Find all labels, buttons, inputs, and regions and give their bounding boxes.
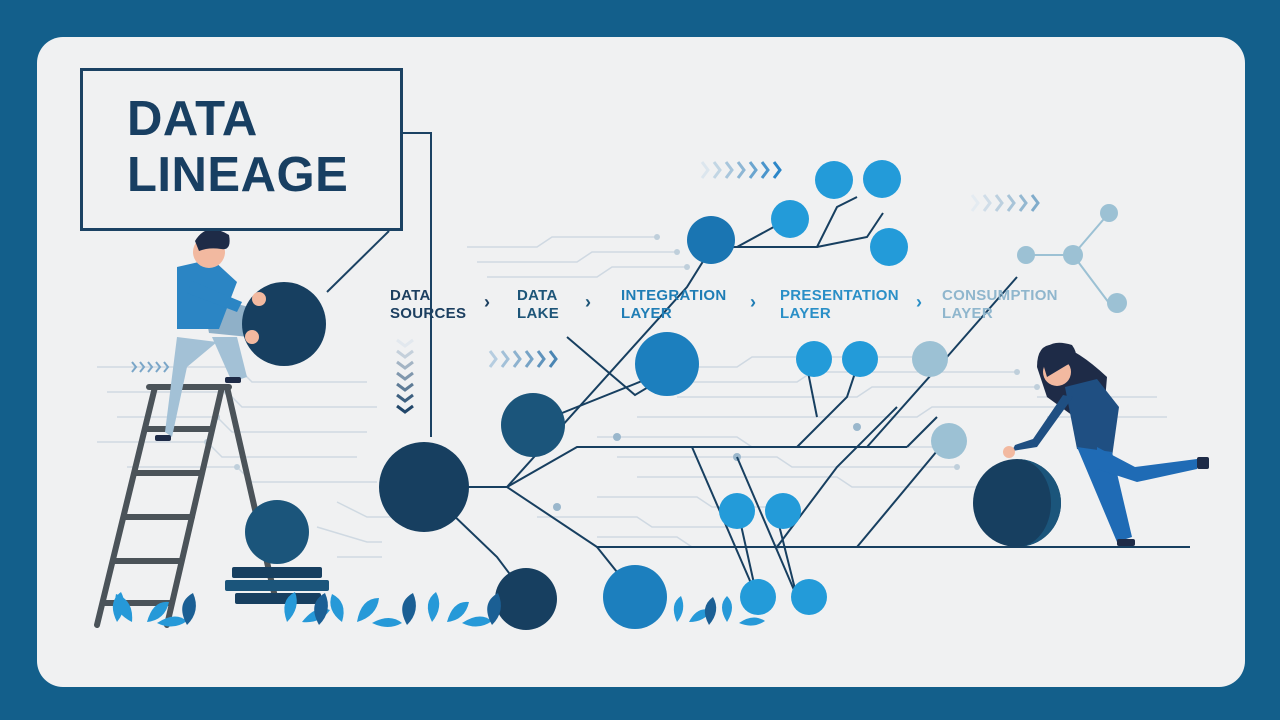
disc-stack <box>225 500 329 604</box>
flow-arrows-middle <box>488 350 558 368</box>
stage-consumption-layer: CONSUMPTION LAYER <box>942 287 1058 322</box>
presentation-nodes <box>912 341 967 459</box>
flow-arrows-right <box>970 194 1040 212</box>
foliage-dark <box>182 593 717 625</box>
stage-chevron-2: › <box>585 292 591 312</box>
title-connectors <box>326 132 432 437</box>
stage-presentation-layer: PRESENTATION LAYER <box>780 287 899 322</box>
stage-chevron-4: › <box>916 292 922 312</box>
consumption-graph <box>1017 204 1127 313</box>
data-source-nodes <box>379 393 565 630</box>
flow-arrows-down <box>396 338 414 414</box>
illustration-card: DATA LINEAGE DATA SOURCES › DATA LAKE › … <box>37 37 1245 687</box>
stage-integration-layer: INTEGRATION LAYER <box>621 287 727 322</box>
title-line-1: DATA <box>127 92 258 146</box>
flow-arrows-top <box>700 161 782 179</box>
foliage <box>112 592 765 627</box>
man-figure <box>155 229 326 441</box>
data-lake-nodes <box>603 216 735 629</box>
woman-figure <box>973 342 1209 547</box>
integration-nodes <box>719 160 908 615</box>
stage-chevron-3: › <box>750 292 756 312</box>
stage-data-lake: DATA LAKE <box>517 287 560 322</box>
title-line-2: LINEAGE <box>127 148 349 202</box>
flow-arrows-left <box>131 361 170 373</box>
stage-chevron-1: › <box>484 292 490 312</box>
title-box: DATA LINEAGE <box>80 68 403 231</box>
stage-data-sources: DATA SOURCES <box>390 287 467 322</box>
data-lineage-illustration <box>94 132 1209 630</box>
